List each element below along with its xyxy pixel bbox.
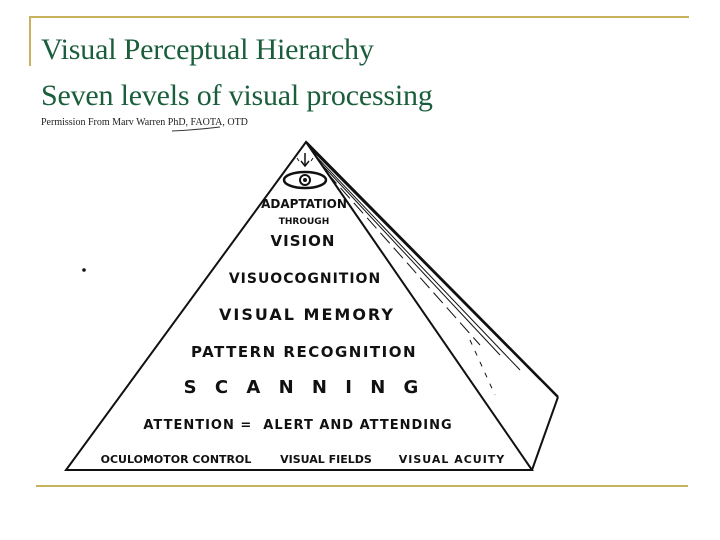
top-accent-rule: [29, 16, 689, 18]
level-through: THROUGH: [279, 217, 329, 227]
level-scanning: S C A N N I N G: [184, 377, 425, 398]
eye-icon: [282, 153, 328, 190]
level-adaptation: ADAPTATION: [261, 197, 347, 211]
left-accent-rule: [29, 16, 31, 66]
slide-title: Visual Perceptual Hierarchy: [41, 33, 374, 66]
level-visuocognition: VISUOCOGNITION: [229, 271, 381, 287]
permission-credit: Permission From Marv Warren PhD, FAOTA, …: [41, 117, 248, 128]
pyramid-side-face: [305, 141, 559, 471]
credit-underline: [171, 126, 221, 132]
level-visual-fields: VISUAL FIELDS: [280, 453, 372, 466]
level-oculomotor-control: OCULOMOTOR CONTROL: [101, 453, 252, 466]
slide-subtitle: Seven levels of visual processing: [41, 79, 433, 112]
level-visual-memory: VISUAL MEMORY: [219, 305, 395, 324]
level-pattern-recognition: PATTERN RECOGNITION: [191, 343, 417, 361]
pyramid-front-face: [64, 140, 534, 471]
bottom-accent-rule: [36, 485, 688, 487]
stray-mark: [82, 268, 86, 272]
level-attention: ATTENTION = ALERT AND ATTENDING: [143, 418, 452, 433]
level-visual-acuity: VISUAL ACUITY: [399, 453, 506, 466]
level-vision: VISION: [271, 232, 336, 250]
